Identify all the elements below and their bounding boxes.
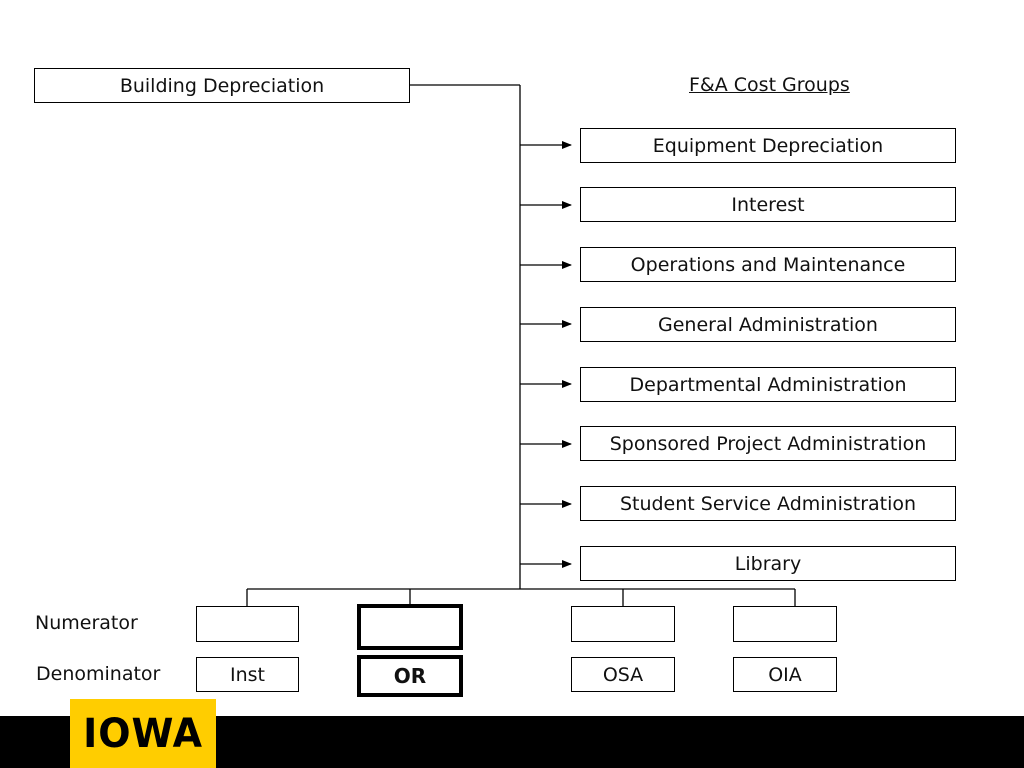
cost-group-label: Student Service Administration: [619, 492, 917, 515]
numerator-box-inst: [196, 606, 299, 642]
denominator-value: OIA: [768, 663, 802, 686]
cost-group-student-service-administration: Student Service Administration: [580, 486, 956, 521]
cost-group-label: Equipment Depreciation: [652, 134, 884, 157]
cost-group-equipment-depreciation: Equipment Depreciation: [580, 128, 956, 163]
cost-group-label: Sponsored Project Administration: [609, 432, 927, 455]
denominator-box-oia: OIA: [733, 657, 837, 692]
denominator-box-inst: Inst: [196, 657, 299, 692]
denominator-value: OSA: [602, 663, 644, 686]
cost-group-library: Library: [580, 546, 956, 581]
denominator-value: OR: [393, 664, 427, 688]
cost-group-departmental-administration: Departmental Administration: [580, 367, 956, 402]
denominator-box-osa: OSA: [571, 657, 675, 692]
building-depreciation-box: Building Depreciation: [34, 68, 410, 103]
numerator-label: Numerator: [35, 612, 138, 634]
building-depreciation-label: Building Depreciation: [119, 74, 325, 97]
cost-group-interest: Interest: [580, 187, 956, 222]
cost-group-label: General Administration: [658, 313, 878, 336]
numerator-box-osa: [571, 606, 675, 642]
cost-group-label: Library: [734, 552, 802, 575]
cost-group-sponsored-project-administration: Sponsored Project Administration: [580, 426, 956, 461]
iowa-logo: IOWA: [70, 699, 216, 768]
denominator-value: Inst: [230, 663, 265, 686]
cost-group-label: Operations and Maintenance: [630, 253, 906, 276]
numerator-box-oia: [733, 606, 837, 642]
iowa-logo-text: IOWA: [83, 710, 203, 757]
denominator-label: Denominator: [36, 663, 161, 685]
cost-group-label: Departmental Administration: [629, 373, 907, 396]
cost-group-operations-maintenance: Operations and Maintenance: [580, 247, 956, 282]
cost-groups-heading: F&A Cost Groups: [689, 74, 850, 96]
denominator-box-or: OR: [357, 655, 463, 697]
cost-group-general-administration: General Administration: [580, 307, 956, 342]
cost-group-label: Interest: [731, 193, 805, 216]
numerator-box-or: [357, 604, 463, 650]
